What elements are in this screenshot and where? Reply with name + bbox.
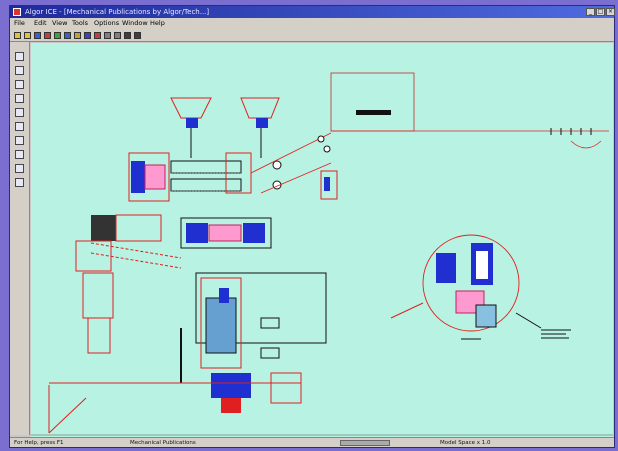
menu-view[interactable]: View xyxy=(52,19,68,27)
close-button[interactable]: × xyxy=(606,8,615,16)
dimension-icon[interactable] xyxy=(15,136,24,145)
menu-file[interactable]: File xyxy=(14,19,25,27)
title-bar[interactable]: Algor ICE - [Mechanical Publications by … xyxy=(10,6,615,18)
status-bar: For Help, press F1 Mechanical Publicatio… xyxy=(10,437,614,447)
top-clamps xyxy=(170,97,280,158)
measure-icon[interactable] xyxy=(124,32,131,39)
detail-view xyxy=(390,234,571,340)
status-doc: Mechanical Publications xyxy=(130,440,196,446)
cut-icon[interactable] xyxy=(54,32,61,39)
arc-icon[interactable] xyxy=(15,80,24,89)
middle-body xyxy=(75,214,272,354)
menu-window[interactable]: Window xyxy=(122,19,148,27)
line-icon[interactable] xyxy=(15,66,24,75)
save-icon[interactable] xyxy=(34,32,41,39)
rotate-icon[interactable] xyxy=(15,178,24,187)
status-space: Model Space x 1.0 xyxy=(440,440,491,446)
menu-bar: File Edit View Tools Options Window Help xyxy=(10,18,614,29)
open-icon[interactable] xyxy=(24,32,31,39)
paste-icon[interactable] xyxy=(74,32,81,39)
maximize-button[interactable]: □ xyxy=(596,8,605,16)
layers-icon[interactable] xyxy=(114,32,121,39)
hatch-icon[interactable] xyxy=(15,150,24,159)
menu-edit[interactable]: Edit xyxy=(34,19,47,27)
toolbar xyxy=(10,29,614,42)
select-icon[interactable] xyxy=(15,52,24,61)
minimize-button[interactable]: _ xyxy=(586,8,595,16)
horizontal-scrollbar[interactable] xyxy=(340,440,390,446)
grid-icon[interactable] xyxy=(104,32,111,39)
upper-plate-assembly xyxy=(330,72,609,149)
cad-drawing[interactable] xyxy=(31,43,613,437)
status-help: For Help, press F1 xyxy=(14,440,64,446)
copy-icon[interactable] xyxy=(64,32,71,39)
text-icon[interactable] xyxy=(15,122,24,131)
window-title: Algor ICE - [Mechanical Publications by … xyxy=(25,8,210,16)
menu-tools[interactable]: Tools xyxy=(72,19,89,27)
app-window: Algor ICE - [Mechanical Publications by … xyxy=(9,5,615,448)
new-icon[interactable] xyxy=(14,32,21,39)
arrow-icon[interactable] xyxy=(134,32,141,39)
app-icon[interactable] xyxy=(13,8,21,16)
move-icon[interactable] xyxy=(15,164,24,173)
rect-icon[interactable] xyxy=(15,94,24,103)
zoom-icon[interactable] xyxy=(84,32,91,39)
left-toolbox xyxy=(10,42,30,435)
print-icon[interactable] xyxy=(44,32,51,39)
main-mechanism xyxy=(128,132,338,202)
circle-icon[interactable] xyxy=(15,108,24,117)
drawing-canvas[interactable] xyxy=(31,43,613,437)
menu-options[interactable]: Options xyxy=(94,19,120,27)
lower-assembly xyxy=(31,272,613,436)
pencil-icon[interactable] xyxy=(94,32,101,39)
menu-help[interactable]: Help xyxy=(150,19,165,27)
